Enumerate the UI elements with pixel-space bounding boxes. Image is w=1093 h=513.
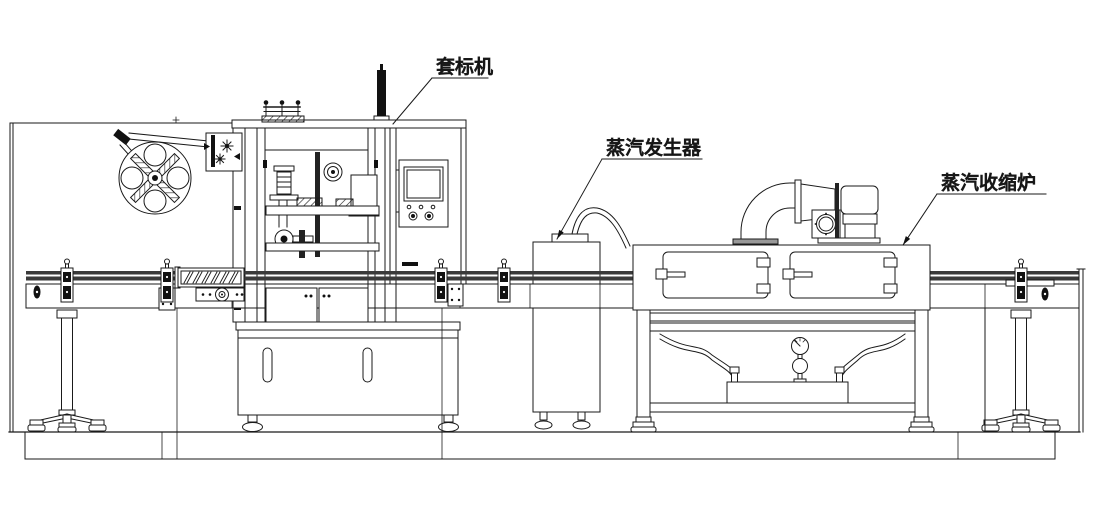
bolt-plate [447, 283, 464, 307]
indicator-light [418, 204, 424, 210]
tunnel-door-left[interactable] [655, 251, 771, 299]
door-hinge [883, 283, 898, 294]
cutter-table [265, 205, 380, 216]
control-panel [395, 159, 449, 228]
machine-interior [264, 149, 380, 258]
top-railing [261, 100, 305, 123]
label-shrink-tunnel-text: 蒸汽收缩炉 [941, 172, 1036, 194]
labeling-machine [113, 64, 467, 323]
steam-generator-feet [534, 411, 591, 430]
conveyor-leg-left [27, 309, 107, 433]
conveyor-rail [26, 276, 1079, 281]
tunnel-hose-right [837, 333, 906, 375]
conveyor-right-end [984, 268, 1086, 433]
steam-manifold [726, 366, 849, 404]
cabinet-handle[interactable] [262, 347, 273, 383]
steam-generator-body [532, 241, 601, 413]
indicator-light [430, 204, 436, 210]
gauge-siphon-ring [792, 358, 808, 374]
label-film-web [128, 132, 209, 142]
door-handle[interactable] [782, 268, 795, 280]
label-reel [113, 128, 209, 215]
duct-flange [794, 179, 802, 224]
dancer-roller [113, 128, 131, 146]
conveyor-rail [26, 271, 1079, 275]
machine-feet [242, 414, 459, 432]
rail-clamp[interactable] [60, 258, 74, 303]
leader-arrowhead [557, 229, 564, 239]
labeling-machine-lower [232, 262, 461, 432]
rail-clamp[interactable] [160, 258, 174, 303]
conveyor-leg-right [981, 309, 1061, 433]
annotation-labeler: 套标机 [392, 56, 494, 125]
steam-hose [576, 212, 627, 249]
machine-cabinet [237, 329, 459, 416]
annotation-shrink-tunnel: 蒸汽收缩炉 [902, 172, 1047, 246]
steam-generator-outlet-box [551, 233, 589, 243]
foundation-band [24, 431, 1056, 460]
rail-clamp[interactable] [497, 258, 511, 303]
rail-clamp[interactable] [1014, 258, 1028, 303]
door-hinge [756, 283, 771, 294]
shrink-tunnel [630, 179, 935, 433]
label-feed-unit [204, 132, 243, 172]
infeed-screw [174, 266, 245, 302]
guard-door-right[interactable] [318, 287, 369, 323]
guard-door-left[interactable] [265, 287, 318, 323]
label-labeler-text: 套标机 [436, 56, 493, 78]
annotation-steam-generator: 蒸汽发生器 [556, 137, 703, 240]
indicator-light [406, 204, 412, 210]
machine-top-plate [231, 119, 467, 129]
panel-button[interactable] [408, 211, 418, 221]
tunnel-hose-left [659, 333, 737, 375]
steam-generator [532, 207, 631, 430]
door-hinge [883, 257, 898, 268]
steam-hose [571, 207, 631, 247]
floor [8, 307, 1081, 460]
tunnel-blower [732, 179, 881, 245]
tunnel-door-right[interactable] [782, 251, 898, 299]
machine-right-post [460, 127, 467, 309]
leader-arrowhead [903, 236, 911, 245]
door-hinge [756, 257, 771, 268]
tunnel-frame [630, 309, 935, 433]
pressure-gauge [791, 337, 809, 383]
rail-hardware [33, 258, 1055, 311]
tunnel-hose-right [840, 338, 906, 379]
door-handle[interactable] [655, 268, 668, 280]
panel-button[interactable] [424, 211, 434, 221]
blower-motor [840, 185, 879, 215]
reel-hub [152, 175, 158, 181]
signal-tower [373, 64, 390, 121]
rail-joint-plate [1005, 279, 1055, 287]
cabinet-handle[interactable] [362, 347, 373, 383]
elbow-base-flange [732, 238, 779, 245]
label-steam-generator-text: 蒸汽发生器 [606, 137, 701, 159]
elbow-duct [740, 182, 798, 240]
left-enclosure-panel [9, 116, 233, 433]
blower-base-plate [817, 237, 881, 244]
rail-clamp[interactable] [434, 258, 448, 303]
tunnel-hose-left [659, 338, 734, 379]
